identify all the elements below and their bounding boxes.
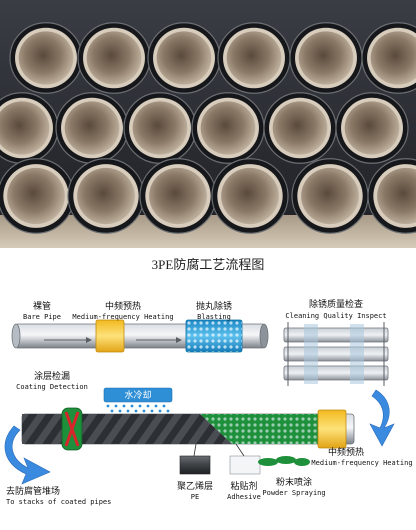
bare-pipe-stage — [11, 319, 269, 353]
water-drop — [142, 409, 146, 413]
pipe-ends-group — [0, 22, 416, 234]
water-drop — [134, 409, 138, 413]
heating-2-label-en: Medium-frequency Heating — [311, 459, 412, 467]
pipe-end-bore — [377, 167, 416, 225]
heating-2-label-cn: 中频预热 — [328, 446, 364, 458]
pipe-end-bore — [86, 31, 142, 85]
flow-arrow-exit — [4, 425, 51, 485]
pipe-end-bore — [301, 167, 359, 225]
water-drop — [118, 409, 122, 413]
water-drop — [106, 404, 110, 408]
bare-pipe-label-en: Bare Pipe — [23, 313, 61, 321]
pipe-end-bore — [370, 31, 416, 85]
heating-band-1 — [95, 319, 125, 353]
powder-label-en: Powder Spraying — [262, 489, 325, 497]
water-drop — [126, 409, 130, 413]
heating-band-2 — [317, 409, 347, 449]
pipe-end-bore — [64, 101, 120, 155]
water-drop — [114, 404, 118, 408]
process-flow-diagram: 3PE防腐工艺流程图 裸管 Bare Pipe 中频预热 Medium-freq… — [4, 257, 413, 506]
heating-1-label-en: Medium-frequency Heating — [72, 313, 173, 321]
water-drop — [138, 404, 142, 408]
pe-label-en: PE — [191, 493, 199, 501]
pe-film-roll — [179, 455, 211, 475]
pipe-end-bore — [272, 101, 328, 155]
blasting-label-cn: 抛丸除锈 — [196, 300, 232, 312]
water-cooling-unit: 水冷却 — [103, 387, 173, 413]
powder-label-cn: 粉末喷涂 — [276, 476, 312, 488]
water-drop — [130, 404, 134, 408]
heating-1-label-cn: 中频预热 — [105, 300, 141, 312]
powder-spray-cloud — [258, 456, 310, 466]
pipe-end-bore — [132, 101, 188, 155]
pipe-end-bore — [226, 31, 282, 85]
detection-label-en: Coating Detection — [16, 383, 88, 391]
pipe-end-bore — [344, 101, 400, 155]
coating-line-stage — [21, 407, 355, 451]
adhesive-label-en: Adhesive — [227, 493, 261, 501]
coated-pipes-photo — [0, 0, 416, 248]
water-drop — [154, 404, 158, 408]
bare-pipe-label-cn: 裸管 — [33, 300, 51, 312]
water-drop — [110, 409, 114, 413]
pipe-end-bore — [18, 31, 74, 85]
blasting-label-en: Blasting — [197, 313, 231, 321]
water-drop — [150, 409, 154, 413]
pipe-end-bore — [7, 167, 65, 225]
pipe-end-bore — [221, 167, 279, 225]
pe-label-cn: 聚乙烯层 — [177, 480, 213, 492]
water-drop — [146, 404, 150, 408]
inspection-stage — [283, 322, 389, 386]
pipe-end-bore — [200, 101, 256, 155]
water-cooling-label: 水冷却 — [124, 389, 151, 401]
water-drop — [158, 409, 162, 413]
pipe-end-bore — [0, 101, 50, 155]
adhesive-film-roll — [229, 455, 261, 475]
inspect-label-cn: 除锈质量检查 — [309, 298, 363, 310]
flow-arrow-right-curve — [369, 389, 395, 447]
diagram-title: 3PE防腐工艺流程图 — [152, 257, 265, 272]
pipe-end-bore — [77, 167, 135, 225]
stacks-label-cn: 去防腐管堆场 — [6, 485, 60, 497]
water-drop — [162, 404, 166, 408]
detection-label-cn: 涂层检漏 — [34, 370, 70, 382]
flow-arrow-1 — [44, 337, 182, 343]
pipe-end-bore — [298, 31, 354, 85]
water-drops — [106, 404, 170, 413]
pipe-end-bore — [156, 31, 212, 85]
pipe-end-bore — [149, 167, 207, 225]
stacks-label-en: To stacks of coated pipes — [6, 498, 111, 506]
inspect-label-en: Cleaning Quality Inspect — [285, 312, 386, 320]
water-drop — [166, 409, 170, 413]
adhesive-label-cn: 粘贴剂 — [230, 480, 257, 492]
water-drop — [122, 404, 126, 408]
